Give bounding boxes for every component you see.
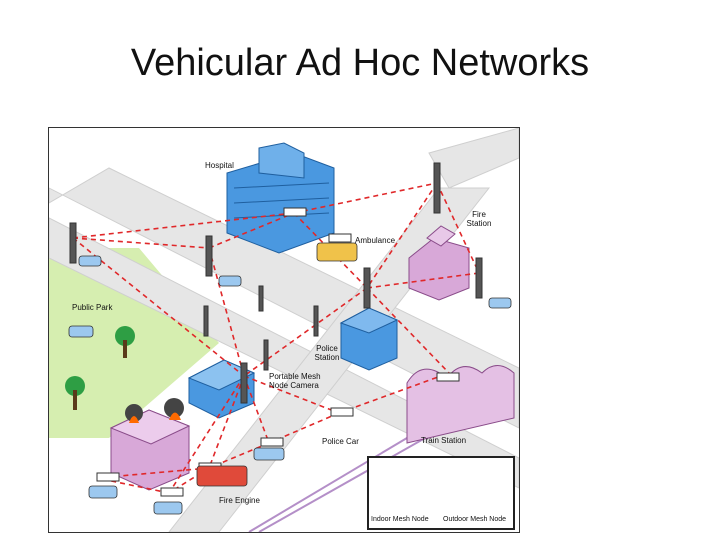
vehicles [68, 242, 512, 515]
burning-building [109, 398, 191, 491]
label-police-car: Police Car [322, 437, 359, 446]
legend-outdoor-label: Outdoor Mesh Node [443, 516, 507, 523]
label-fire-station: Fire Station [466, 210, 492, 228]
train-station-building [406, 365, 515, 444]
fire-engine-vehicle [196, 465, 248, 487]
police-car-vehicle [253, 447, 285, 461]
outdoor-mesh-nodes [69, 162, 483, 404]
legend-indoor-label: Indoor Mesh Node [371, 516, 429, 523]
police-station-building [339, 307, 399, 371]
ambulance-vehicle [316, 242, 358, 262]
label-police-station: Police Station [314, 344, 340, 362]
trees [65, 326, 135, 410]
label-public-park: Public Park [72, 303, 113, 312]
legend [367, 456, 515, 530]
vanet-diagram: Hospital Fire Station Ambulance Public P… [48, 127, 520, 533]
label-train-station: Train Station [421, 436, 467, 445]
fire-station-building [408, 225, 470, 301]
label-fire-engine: Fire Engine [219, 496, 260, 505]
hospital-building [226, 142, 335, 254]
diagram-canvas [49, 128, 519, 532]
label-hospital: Hospital [205, 161, 234, 170]
label-portable-camera: Portable Mesh Node Camera [269, 372, 321, 390]
label-ambulance: Ambulance [355, 236, 396, 245]
slide-title: Vehicular Ad Hoc Networks [130, 42, 590, 84]
